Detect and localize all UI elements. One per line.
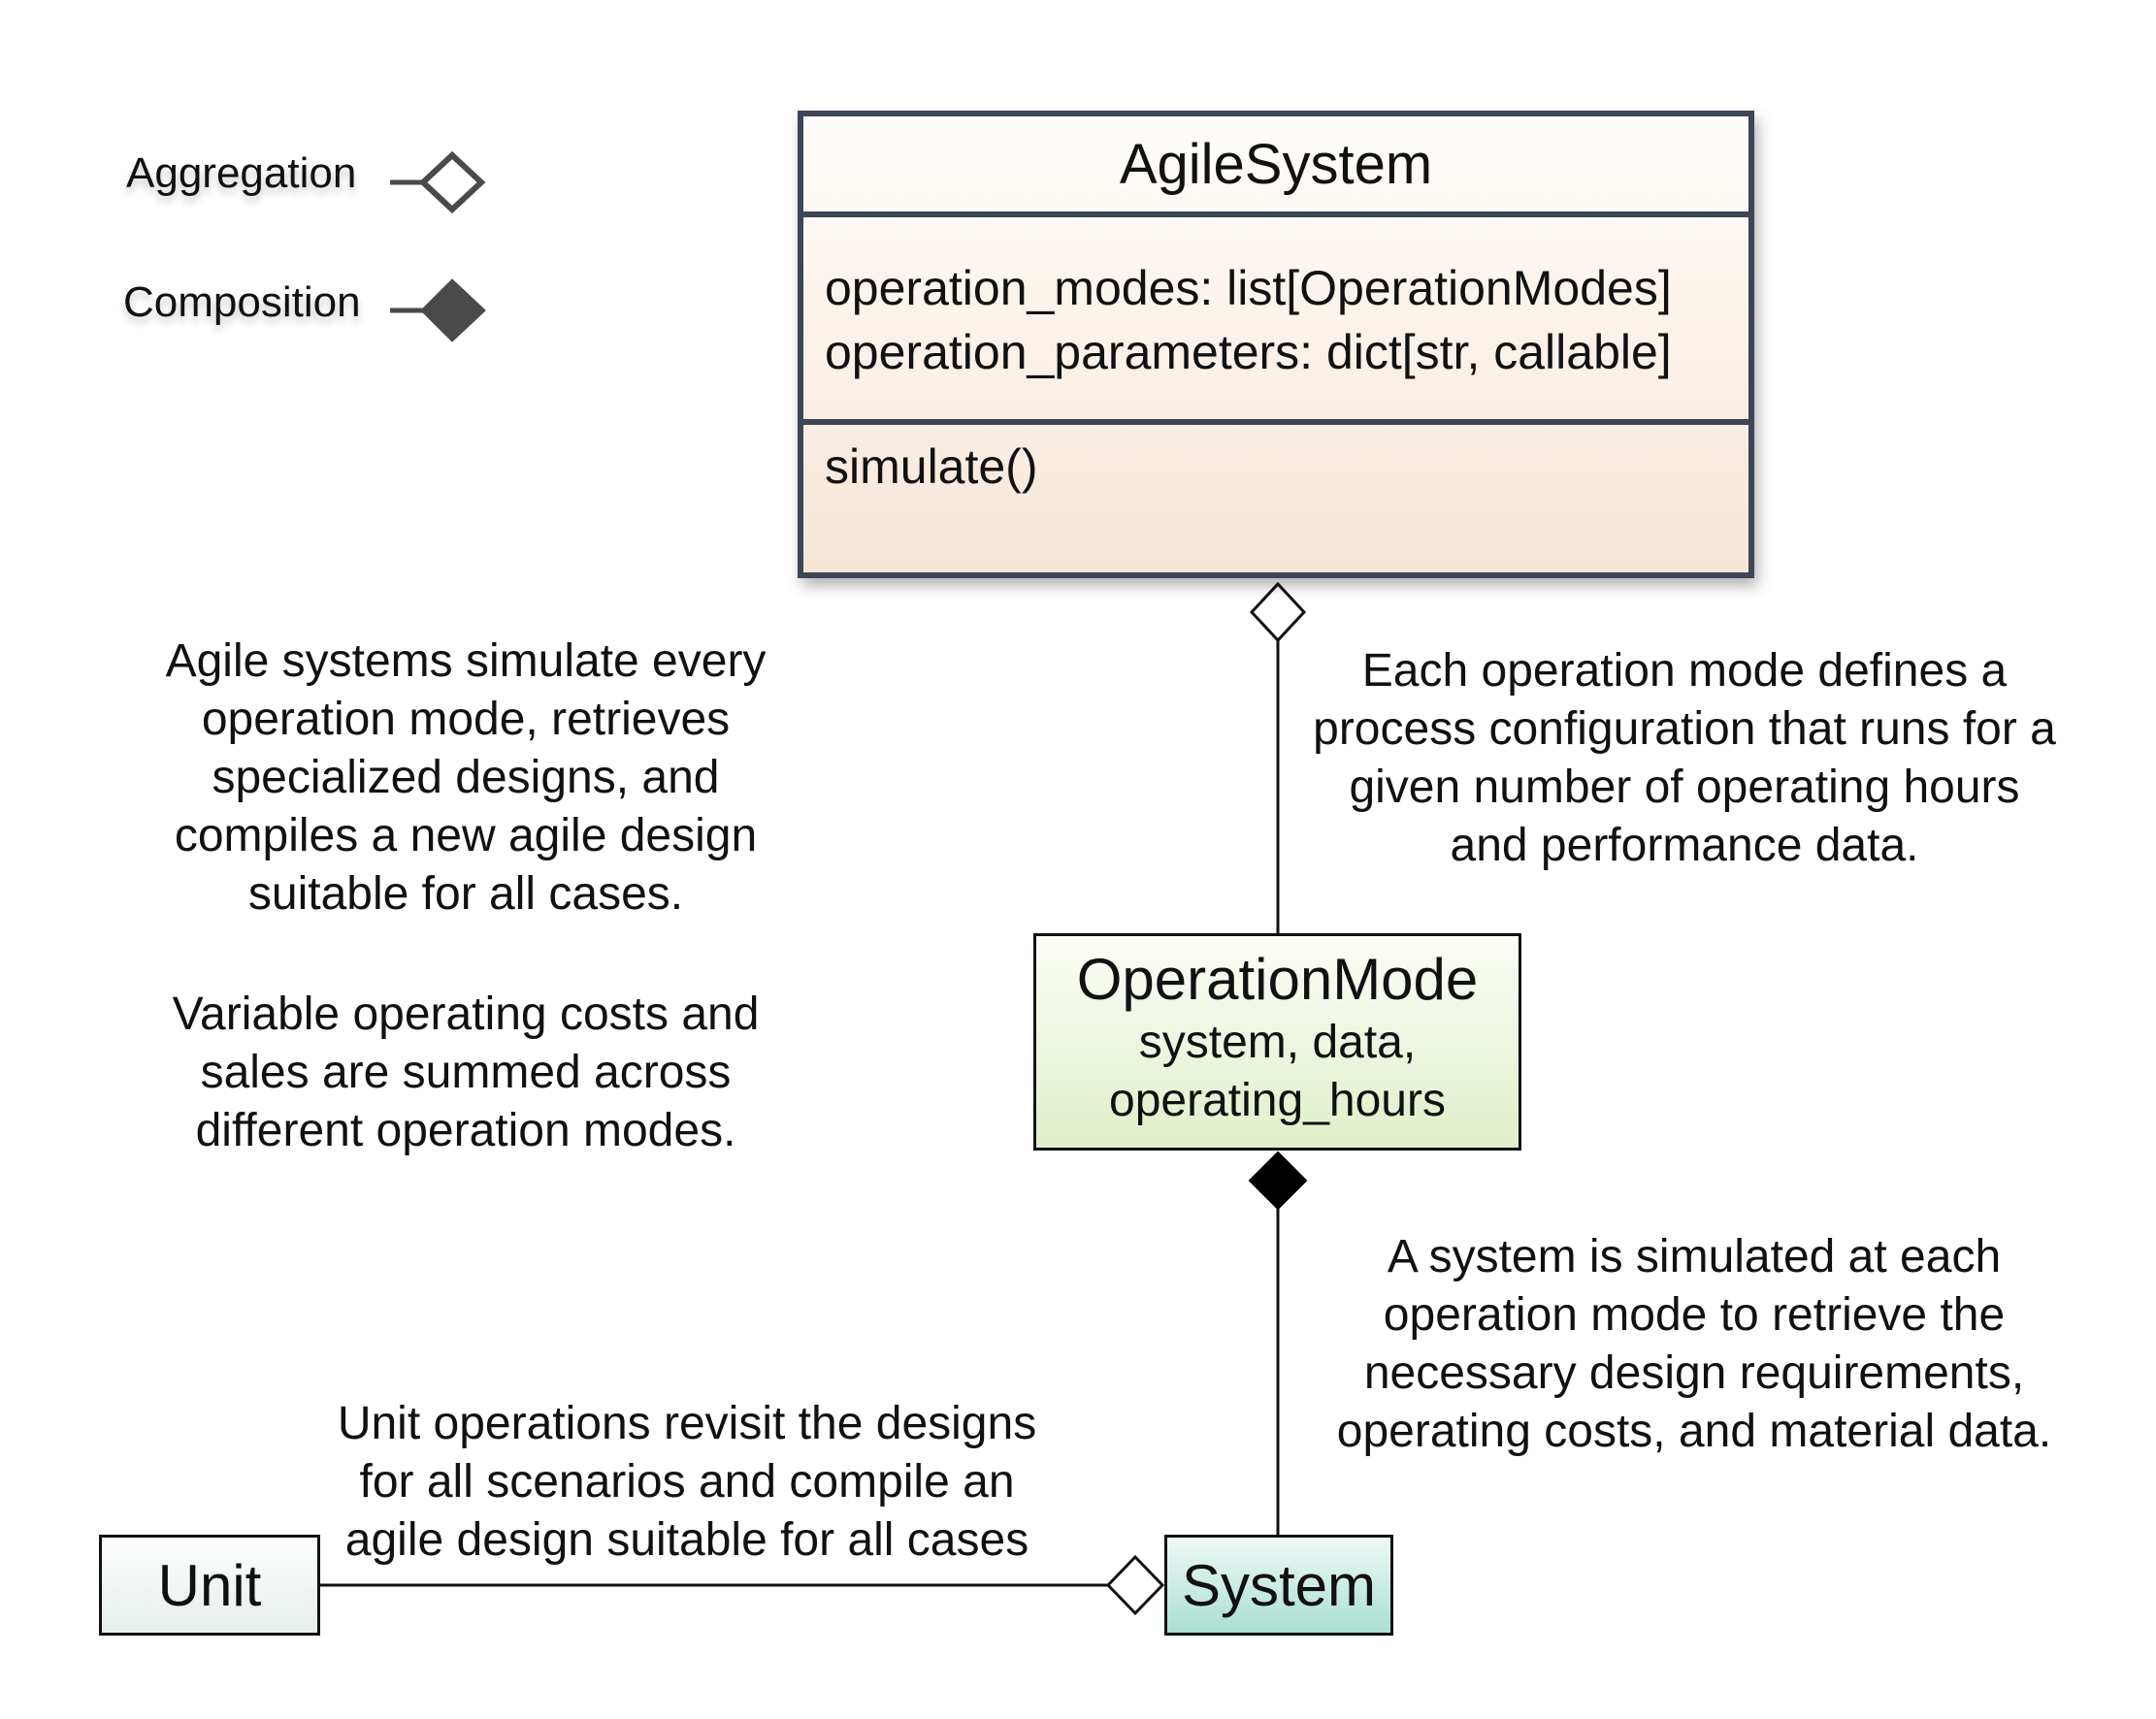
legend-composition-icon xyxy=(390,278,486,342)
note-line: Unit operations revisit the designs xyxy=(337,1398,1037,1449)
note-line: sales are summed across xyxy=(200,1047,732,1098)
composition-opmode-system xyxy=(1248,1151,1308,1535)
operation-mode-title: OperationMode xyxy=(1076,947,1479,1012)
note-line: for all scenarios and compile an xyxy=(359,1456,1015,1508)
agile-system-methods: simulate() xyxy=(803,431,1748,572)
attribute-operation-modes: operation_modes: list[OperationModes] xyxy=(825,261,1672,315)
attribute-operation-parameters: operation_parameters: dict[str, callable… xyxy=(825,325,1672,379)
aggregation-unit-system xyxy=(320,1554,1165,1616)
agile-system-class[interactable]: AgileSystem operation_modes: list[Operat… xyxy=(798,111,1754,578)
note-line: operation mode, retrieves xyxy=(201,694,731,745)
note-unit: Unit operations revisit the designs for … xyxy=(309,1395,1065,1570)
note-line: suitable for all cases. xyxy=(247,868,684,920)
unit-class[interactable]: Unit xyxy=(99,1535,320,1636)
note-operation-mode: Each operation mode defines a process co… xyxy=(1287,642,2082,875)
agile-system-title: AgileSystem xyxy=(803,116,1748,217)
method-simulate: simulate() xyxy=(825,439,1038,494)
operation-mode-params-line1: system, data, xyxy=(1138,1017,1417,1068)
note-line: Variable operating costs and xyxy=(172,989,760,1040)
note-line: operating costs, and material data. xyxy=(1336,1406,2052,1457)
note-line: and performance data. xyxy=(1450,820,1919,871)
note-line: given number of operating hours xyxy=(1349,762,2020,813)
note-line: agile design suitable for all cases xyxy=(344,1514,1029,1566)
legend-aggregation-label: Aggregation xyxy=(126,149,357,197)
system-class[interactable]: System xyxy=(1164,1535,1393,1636)
note-line: Each operation mode defines a xyxy=(1361,645,2008,697)
aggregation-agile-opmode xyxy=(1249,581,1307,933)
note-line: specialized designs, and xyxy=(212,752,720,803)
note-line: operation mode to retrieve the xyxy=(1383,1289,2006,1341)
legend-aggregation-icon xyxy=(390,150,486,214)
note-agile-systems: Agile systems simulate every operation m… xyxy=(136,632,796,924)
note-line: compiles a new agile design xyxy=(174,810,758,861)
note-line: process configuration that runs for a xyxy=(1313,703,2056,755)
note-system: A system is simulated at each operation … xyxy=(1296,1228,2092,1461)
note-variable-costs: Variable operating costs and sales are s… xyxy=(136,986,796,1160)
note-line: Agile systems simulate every xyxy=(165,635,767,687)
legend-composition-label: Composition xyxy=(123,278,361,326)
note-line: A system is simulated at each xyxy=(1387,1231,2002,1282)
note-line: different operation modes. xyxy=(195,1105,736,1156)
operation-mode-class[interactable]: OperationMode system, data, operating_ho… xyxy=(1033,933,1521,1151)
agile-system-attributes: operation_modes: list[OperationModes] op… xyxy=(803,217,1748,425)
note-line: necessary design requirements, xyxy=(1363,1347,2025,1399)
operation-mode-params-line2: operating_hours xyxy=(1109,1075,1446,1126)
